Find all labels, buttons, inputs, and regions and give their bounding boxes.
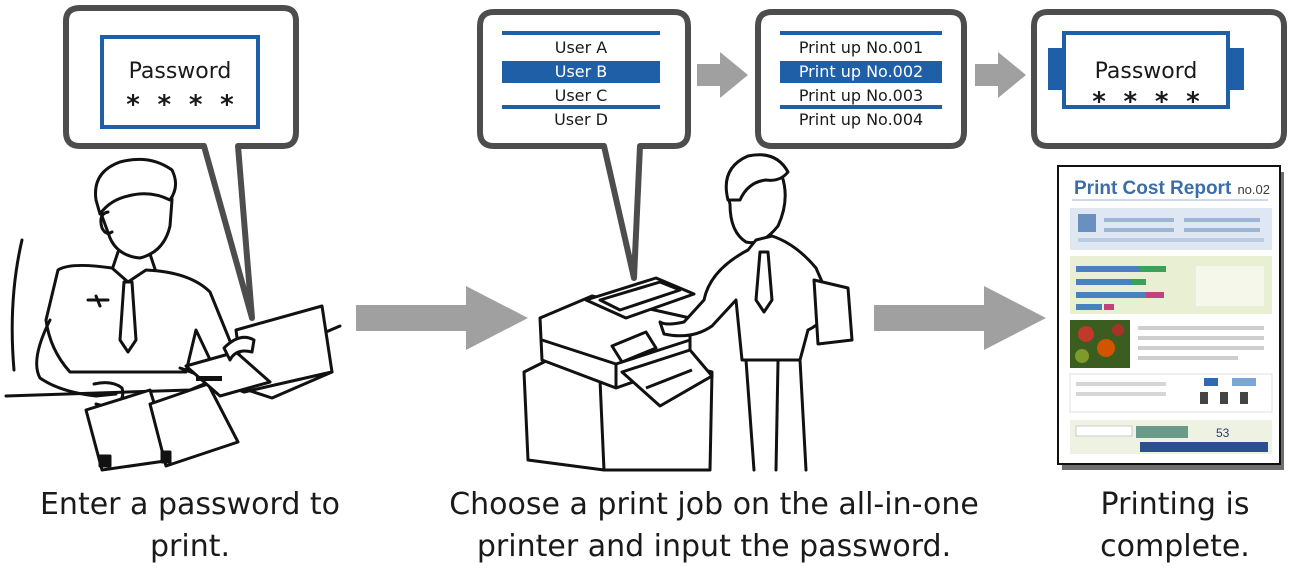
job-list-item[interactable]: Print up No.004 [799,110,923,129]
selected-row-highlight [502,61,660,83]
step2-caption: Choose a print job on the all-in-one pri… [434,484,994,568]
step3-caption-line2: complete. [1100,529,1250,564]
selected-row-highlight [780,61,942,83]
step1-password-box [100,35,260,129]
user-list: User A User B User C User D [502,38,660,129]
right-arrow-icon [975,52,1026,98]
step3-caption-line1: Printing is [1100,487,1250,522]
step2-password-label: Password [1095,59,1198,84]
user-list-item[interactable]: User D [554,110,608,129]
job-list-item[interactable]: Print up No.002 [799,62,923,81]
job-list-item[interactable]: Print up No.001 [799,38,923,57]
report-value: 53 [1216,426,1230,440]
job-list-item[interactable]: Print up No.003 [799,86,923,105]
step2-caption-line1: Choose a print job on the all-in-one [449,487,979,522]
step3-caption: Printing is complete. [1070,484,1280,568]
step2-caption-line2: printer and input the password. [476,529,952,564]
report-number: no.02 [1237,182,1270,197]
right-arrow-icon [356,286,528,350]
printed-report-document-icon: Print Cost Report no.02 [1057,165,1284,470]
step1-person-icon [4,157,342,472]
step1-speech-bubble: Password * * * * [63,5,299,321]
step2-person-icon [658,153,854,472]
right-arrow-icon [697,52,748,98]
step1-caption: Enter a password to print. [39,487,341,564]
user-list-item[interactable]: User B [555,62,608,81]
printer-icon [522,276,714,472]
step2-password-bubble: Password * * * * [1031,9,1287,149]
user-list-item[interactable]: User A [555,38,608,57]
right-arrow-icon [874,286,1046,350]
report-title: Print Cost Report [1074,178,1232,199]
step1-laptop-icon [178,304,334,400]
step2-password-mask: * * * * [1091,87,1201,117]
step1-password-mask: * * * * [125,90,235,120]
step1-password-label: Password [129,59,232,84]
user-list-item[interactable]: User C [555,86,608,105]
